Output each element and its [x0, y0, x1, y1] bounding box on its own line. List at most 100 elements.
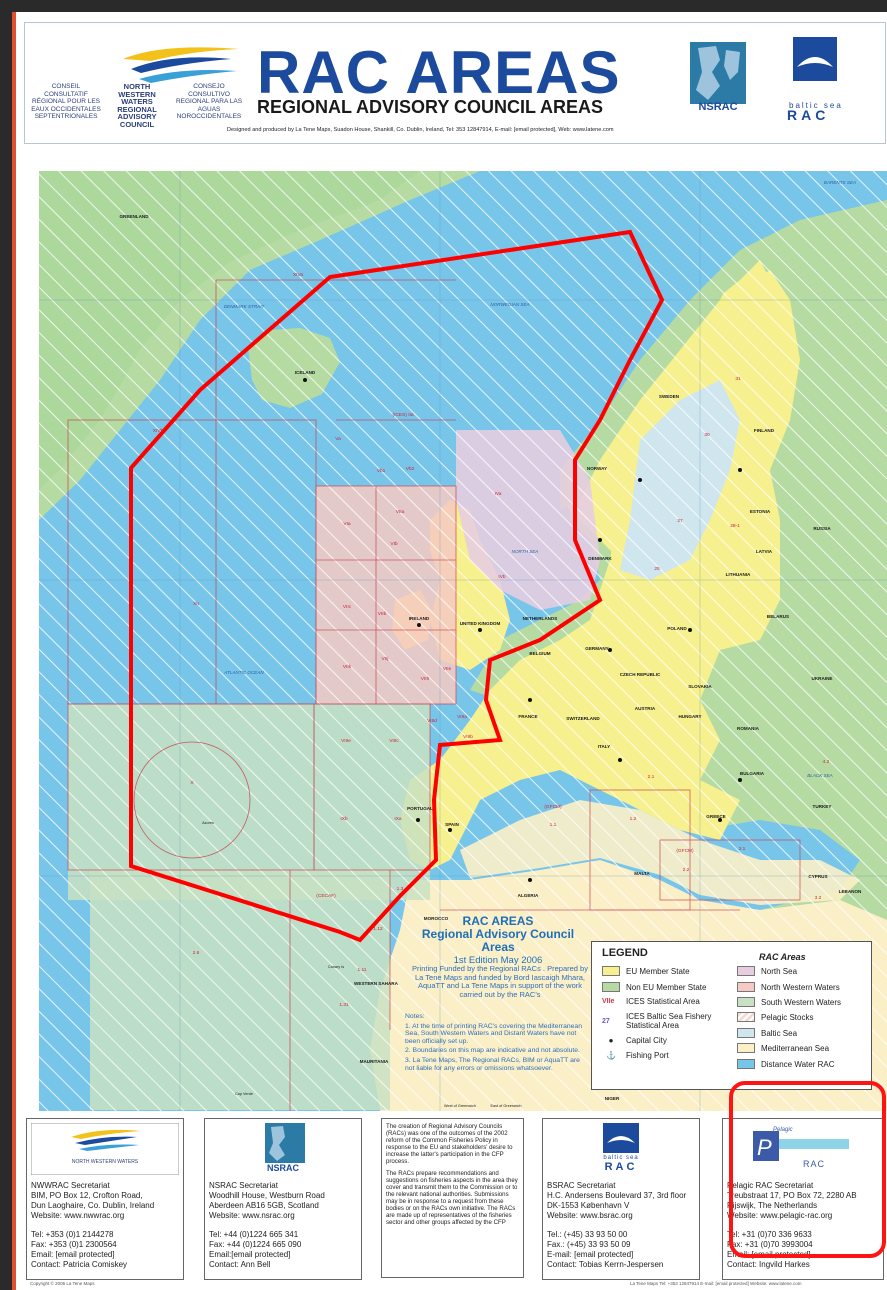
ices-label-39: 3.2	[815, 895, 822, 901]
sea-label-1: NORTH SEA	[512, 549, 539, 554]
nsrac-info: NSRAC Secretariat Woodhill House, Westbu…	[209, 1181, 359, 1270]
bsrac-logo-top-text: baltic sea	[789, 101, 843, 110]
country-label-22: HUNGARY	[678, 714, 701, 719]
note-1: 1. At the time of printing RAC's coverin…	[405, 1022, 582, 1045]
legend-item-baltic: Baltic Sea	[737, 1028, 797, 1038]
ices-label-9: VIb	[390, 541, 398, 547]
nwwrac-name: NWWRAC Secretariat	[31, 1181, 110, 1190]
nsrac-name: NSRAC Secretariat	[209, 1181, 278, 1190]
nsrac-email[interactable]: Email:[email protected]	[209, 1250, 291, 1259]
ices-label-13: VIIb	[378, 611, 387, 617]
bsrac-contact: Contact: Tobias Kerrn-Jespersen	[547, 1260, 664, 1269]
pelagic-address-1: Treubstraat 17, PO Box 72, 2280 AB	[727, 1191, 857, 1200]
bsrac-website[interactable]: Website: www.bsrac.org	[547, 1211, 633, 1220]
legend-item-non-eu: Non EU Member State	[602, 982, 706, 992]
ices-grid	[67, 279, 801, 1111]
pelagic-small-logo: P	[753, 1131, 849, 1161]
nsrac-label: NSRAC	[698, 101, 738, 113]
pelagic-logo-rac: RAC	[803, 1159, 826, 1169]
nsrac-contact-box: NSRAC NSRAC Secretariat Woodhill House, …	[204, 1118, 362, 1280]
fishing-port-icon: ⚓	[606, 1051, 616, 1060]
funding-note: Printing Funded by the Regional RACs . P…	[412, 964, 588, 999]
svg-text:P: P	[757, 1135, 772, 1160]
bsrac-small-top: baltic sea	[603, 1155, 639, 1161]
ices-label-17: VIIh	[421, 676, 430, 682]
sea-label-5: DENMARK STRAIT	[224, 304, 266, 309]
legend-swatch	[737, 1012, 755, 1022]
pelagic-tel: Tel: +31 (0)70 336 9633	[727, 1230, 812, 1239]
ices-label-10: IVb	[498, 574, 506, 580]
ices-label-19: VIIIb	[463, 734, 473, 740]
nwwrac-contact: Contact: Patricia Comiskey	[31, 1260, 128, 1269]
country-label-15: BELGIUM	[529, 651, 550, 656]
country-label-29: GREECE	[706, 814, 725, 819]
ices-label-20: VIIIc	[389, 738, 399, 744]
nwwrac-tel: Tel: +353 (0)1 2144278	[31, 1230, 114, 1239]
bsrac-email[interactable]: E-mail: [email protected]	[547, 1250, 634, 1259]
map-inner-title: RAC AREAS Regional Advisory Council Area…	[408, 915, 588, 967]
bsrac-address-2: DK-1553 København V	[547, 1201, 630, 1210]
country-label-19: SLOVAKIA	[688, 684, 712, 689]
pelagic-address-2: Rijswijk, The Netherlands	[727, 1201, 818, 1210]
note-3: 3. La Tene Maps, The Regional RACs, BIM …	[405, 1056, 580, 1072]
pelagic-logo-text: Pelagic	[773, 1127, 793, 1133]
country-label-3: FINLAND	[754, 428, 775, 433]
nwwrac-logo-left-text: Conseil Consultatif Régional pour Les Ea…	[31, 83, 101, 120]
ices-label-29: 1.1	[550, 822, 557, 828]
page-title: RAC AREAS	[257, 39, 621, 106]
nsrac-address-2: Aberdeen AB16 5GB, Scotland	[209, 1201, 319, 1210]
country-label-23: SWITZERLAND	[566, 716, 600, 721]
bsrac-contact-box: baltic sea RAC BSRAC Secretariat H.C. An…	[542, 1118, 700, 1280]
footer-credit: La Tene Maps Tel: +353 12847914 E-mail: …	[630, 1281, 802, 1286]
ices-label-14: VIIk	[343, 664, 352, 670]
legend-label: South Western Waters	[761, 997, 842, 1007]
sea-label-3: BLACK SEA	[807, 773, 833, 778]
country-label-34: WESTERN SAHARA	[354, 981, 399, 986]
nsrac-small-logo	[265, 1123, 305, 1163]
nwwrac-logo-right-text: Consejo Consultivo Regional para Las Agu…	[175, 83, 243, 120]
nsrac-website[interactable]: Website: www.nsrac.org	[209, 1211, 295, 1220]
highlight-box	[729, 1081, 886, 1258]
country-label-36: NIGER	[605, 1096, 620, 1101]
country-label-38: LEBANON	[839, 889, 862, 894]
nsrac-address-1: Woodhill House, Westburn Road	[209, 1191, 325, 1200]
legend-item-pelagic: Pelagic Stocks	[737, 1012, 813, 1022]
ices-label-35: 2.6	[193, 950, 200, 956]
nsrac-contact: Contact: Ann Bell	[209, 1260, 271, 1269]
bsrac-small-logo	[603, 1123, 639, 1153]
country-label-5: ESTONIA	[750, 509, 771, 514]
header: Conseil Consultatif Régional pour Les Ea…	[24, 22, 886, 144]
ices-label-16: VIIe	[443, 666, 452, 672]
ices-label-28: (CECAF)	[316, 893, 336, 899]
nsrac-small-label: NSRAC	[266, 1163, 299, 1173]
nsrac-logo	[690, 42, 746, 104]
place-label-4: East of Greenwich	[490, 1104, 521, 1108]
country-label-4: NORWAY	[587, 466, 607, 471]
ices-label-36: 2.1	[648, 774, 655, 780]
page-subtitle: REGIONAL ADVISORY COUNCIL AREAS	[257, 97, 604, 117]
place-label-3: West of Greenwich	[444, 1104, 476, 1108]
legend-label: Distance Water RAC	[761, 1059, 835, 1069]
ices-label-38: 3.1	[739, 846, 746, 852]
pelagic-website[interactable]: Website: www.pelagic-rac.org	[727, 1211, 833, 1220]
ices-label-4: Vb1	[377, 468, 386, 474]
bsrac-tel: Tel.: (+45) 33 93 50 00	[547, 1230, 628, 1239]
ices-label-44: 28-1	[730, 523, 740, 529]
bsrac-fax: Fax.: (+45) 33 93 50 09	[547, 1240, 631, 1249]
legend-swatch	[602, 966, 620, 976]
country-label-32: ALGERIA	[518, 893, 539, 898]
nwwrac-email[interactable]: Email: [email protected]	[31, 1250, 115, 1259]
ices-label-45: 25	[654, 566, 660, 572]
capital-cities	[303, 378, 742, 882]
nwwrac-website[interactable]: Website: www.nwwrac.org	[31, 1211, 125, 1220]
ices-label-34: 1.31	[339, 1002, 349, 1008]
country-label-17: UKRAINE	[812, 676, 833, 681]
ices-label-7: VIIa	[396, 509, 405, 515]
country-label-13: POLAND	[667, 626, 687, 631]
legend-item-eu: EU Member State	[602, 966, 690, 976]
ices-label-26: (GFCM)	[544, 804, 562, 810]
sea-label-2: ATLANTIC OCEAN	[223, 670, 264, 675]
nwwrac-info: NWWRAC Secretariat BIM, PO Box 12, Croft…	[31, 1181, 181, 1270]
nwwrac-fax: Fax: +353 (0)1 2300564	[31, 1240, 117, 1249]
